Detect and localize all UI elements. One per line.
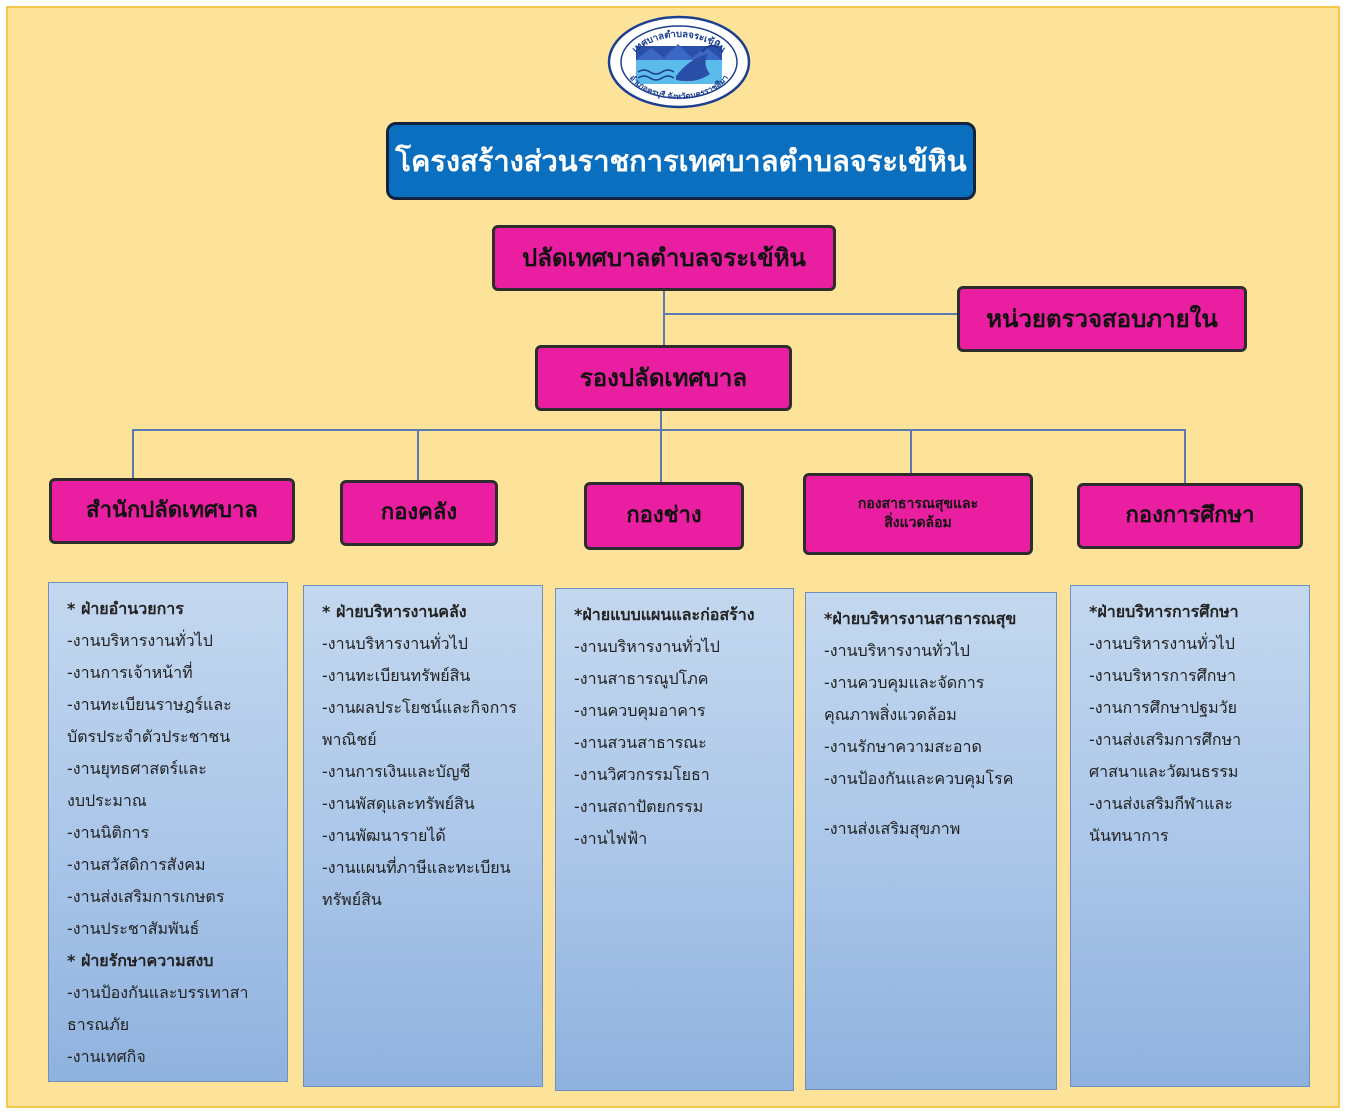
section-heading: *ฝ่ายบริหารงานสาธารณสุข: [824, 609, 1017, 628]
list-item: -งานรักษาความสะอาด: [824, 737, 982, 756]
list-item: ธารณภัย: [67, 1015, 130, 1034]
list-item: -งานสาธารณูปโภค: [574, 669, 709, 688]
connector-to-internal-audit: [664, 313, 958, 315]
department-box-education: กองการศึกษา: [1077, 483, 1303, 549]
list-item: -งานการเจ้าหน้าที่: [67, 663, 193, 682]
department-box-office: สำนักปลัดเทศบาล: [49, 478, 295, 544]
connector-dept-0: [132, 429, 134, 479]
department-box-engineering: กองช่าง: [584, 482, 744, 550]
connector-assistant-down: [660, 411, 662, 483]
list-item: -งานส่งเสริมการเกษตร: [67, 887, 225, 906]
list-gap: [824, 795, 1048, 813]
list-item: -งานควบคุมและจัดการ: [824, 673, 985, 692]
connector-dept-bus: [132, 429, 1186, 431]
deputy-mayor-box: ปลัดเทศบาลตำบลจระเข้หิน: [492, 225, 836, 291]
department-detail-panel-public-health: *ฝ่ายบริหารงานสาธารณสุข -งานบริหารงานทั่…: [805, 592, 1057, 1090]
department-detail-panel-engineering: *ฝ่ายแบบแผนและก่อสร้าง -งานบริหารงานทั่ว…: [555, 588, 794, 1091]
list-item: -งานส่งเสริมกีฬาและ: [1089, 794, 1233, 813]
list-item: -งานทะเบียนทรัพย์สิน: [322, 666, 471, 685]
list-item: -งานผลประโยชน์และกิจการ: [322, 698, 517, 717]
list-item: คุณภาพสิ่งแวดล้อม: [824, 705, 957, 724]
list-item: -งานไฟฟ้า: [574, 829, 648, 848]
section-heading: * ฝ่ายอำนวยการ: [67, 599, 184, 618]
list-item: -งานการศึกษาปฐมวัย: [1089, 698, 1238, 717]
list-item: -งานทะเบียนราษฎร์และ: [67, 695, 232, 714]
list-item: -งานบริหารงานทั่วไป: [824, 641, 970, 660]
connector-deputy-to-assistant: [663, 291, 665, 346]
list-item: -งานบริหารงานทั่วไป: [67, 631, 213, 650]
list-item: -งานแผนที่ภาษีและทะเบียน: [322, 858, 511, 877]
department-detail-panel-office: * ฝ่ายอำนวยการ -งานบริหารงานทั่วไป -งานก…: [48, 582, 288, 1082]
page-title: โครงสร้างส่วนราชการเทศบาลตำบลจระเข้หิน: [386, 122, 976, 200]
connector-dept-4: [1184, 429, 1186, 484]
list-item: -งานสวัสดิการสังคม: [67, 855, 206, 874]
list-item: พาณิชย์: [322, 730, 377, 749]
list-item: -งานเทศกิจ: [67, 1047, 146, 1066]
list-item: -งานส่งเสริมการศึกษา: [1089, 730, 1242, 749]
list-item: -งานสวนสาธารณะ: [574, 733, 707, 752]
section-heading: * ฝ่ายบริหารงานคลัง: [322, 602, 467, 621]
list-item: -งานควบคุมอาคาร: [574, 701, 706, 720]
list-item: บัตรประจำตัวประชาชน: [67, 727, 231, 746]
section-heading: * ฝ่ายรักษาความสงบ: [67, 951, 214, 970]
department-name: สำนักปลัดเทศบาล: [86, 498, 258, 524]
list-item: -งานการเงินและบัญชี: [322, 762, 471, 781]
department-detail-panel-education: *ฝ่ายบริหารการศึกษา -งานบริหารงานทั่วไป …: [1070, 585, 1310, 1087]
connector-dept-1: [417, 429, 419, 481]
department-name: กองคลัง: [380, 500, 458, 526]
list-item: -งานป้องกันและควบคุมโรค: [824, 769, 1014, 788]
list-item: -งานสถาปัตยกรรม: [574, 797, 704, 816]
municipality-seal-icon: เทศบาลตำบลจระเข้หิน อำเภอครบุรี จังหวัดน…: [606, 14, 752, 110]
connector-dept-3: [910, 429, 912, 474]
list-item: นันทนาการ: [1089, 826, 1169, 845]
department-name: สิ่งแวดล้อม: [884, 515, 952, 531]
list-item: -งานบริหารงานทั่วไป: [1089, 634, 1235, 653]
department-name: กองการศึกษา: [1125, 503, 1255, 529]
list-item: งบประมาณ: [67, 791, 147, 810]
list-item: -งานส่งเสริมสุขภาพ: [824, 819, 961, 838]
list-item: -งานป้องกันและบรรเทาสา: [67, 983, 249, 1002]
list-item: -งานบริหารการศึกษา: [1089, 666, 1237, 685]
department-name: กองสาธารณสุขและ: [857, 496, 979, 513]
list-item: -งานพัฒนารายได้: [322, 826, 446, 845]
list-item: ศาสนาและวัฒนธรรม: [1089, 762, 1239, 781]
list-item: -งานบริหารงานทั่วไป: [322, 634, 468, 653]
section-heading: *ฝ่ายแบบแผนและก่อสร้าง: [574, 605, 755, 624]
department-box-finance: กองคลัง: [340, 480, 498, 546]
list-item: -งานวิศวกรรมโยธา: [574, 765, 710, 784]
assistant-deputy-box: รองปลัดเทศบาล: [535, 345, 792, 411]
list-item: -งานนิติการ: [67, 823, 150, 842]
list-item: -งานประชาสัมพันธ์: [67, 919, 200, 938]
list-item: -งานยุทธศาสตร์และ: [67, 759, 207, 778]
department-box-public-health: กองสาธารณสุขและ สิ่งแวดล้อม: [803, 473, 1033, 555]
list-item: ทรัพย์สิน: [322, 890, 382, 909]
department-name: กองช่าง: [626, 503, 702, 529]
section-heading: *ฝ่ายบริหารการศึกษา: [1089, 602, 1239, 621]
list-item: -งานพัสดุและทรัพย์สิน: [322, 794, 475, 813]
department-detail-panel-finance: * ฝ่ายบริหารงานคลัง -งานบริหารงานทั่วไป …: [303, 585, 543, 1087]
internal-audit-box: หน่วยตรวจสอบภายใน: [957, 286, 1247, 352]
list-item: -งานบริหารงานทั่วไป: [574, 637, 720, 656]
